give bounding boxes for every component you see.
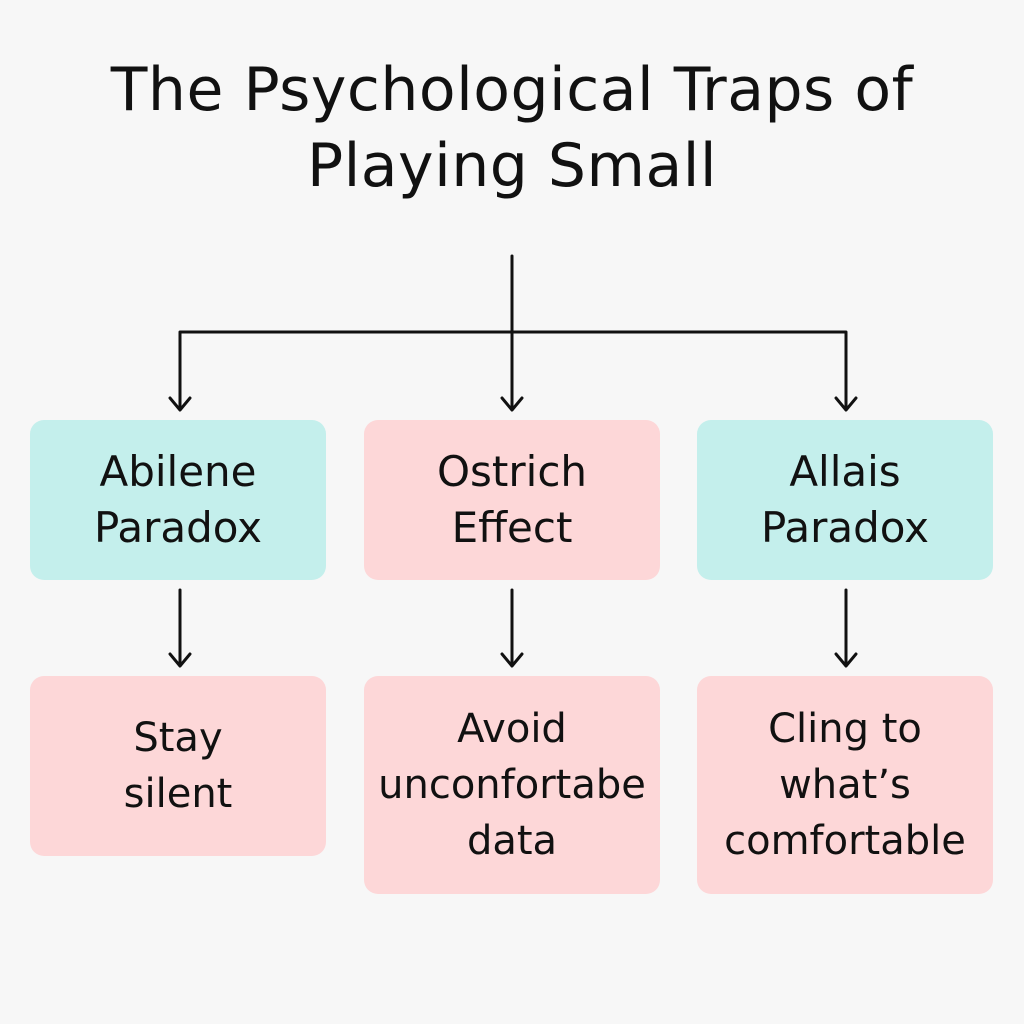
behavior-line: Avoid bbox=[457, 706, 567, 752]
diagram-title: The Psychological Traps of Playing Small bbox=[0, 52, 1024, 204]
trap-box-ostrich-effect: Ostrich Effect bbox=[364, 420, 660, 580]
arrowhead-down-3 bbox=[834, 652, 858, 668]
title-line-1: The Psychological Traps of bbox=[110, 55, 914, 125]
arrowhead-3 bbox=[834, 396, 858, 412]
behavior-line: comfortable bbox=[724, 818, 966, 864]
trap-box-abilene-paradox: Abilene Paradox bbox=[30, 420, 326, 580]
arrowhead-down-2 bbox=[500, 652, 524, 668]
arrowhead-2 bbox=[500, 396, 524, 412]
arrowhead-down-1 bbox=[168, 652, 192, 668]
trap-name-line: Paradox bbox=[760, 503, 930, 552]
behavior-line: Cling to bbox=[768, 706, 922, 752]
trap-name-line: Abilene bbox=[99, 447, 257, 496]
arrowhead-1 bbox=[168, 396, 192, 412]
behavior-line: what’s bbox=[779, 762, 911, 808]
trap-name-line: Effect bbox=[451, 503, 573, 552]
branch-line bbox=[178, 330, 848, 410]
trap-name-line: Allais bbox=[789, 447, 901, 496]
behavior-box-stay-silent: Stay silent bbox=[30, 676, 326, 856]
behavior-line: unconfortabe bbox=[378, 762, 646, 808]
behavior-line: silent bbox=[123, 771, 233, 817]
trap-name-line: Paradox bbox=[93, 503, 263, 552]
trap-box-allais-paradox: Allais Paradox bbox=[697, 420, 993, 580]
behavior-box-avoid-data: Avoid unconfortabe data bbox=[364, 676, 660, 894]
title-line-2: Playing Small bbox=[306, 131, 718, 201]
trap-name-line: Ostrich bbox=[436, 447, 588, 496]
behavior-line: Stay bbox=[133, 715, 223, 761]
behavior-line: data bbox=[466, 818, 558, 864]
behavior-box-cling-comfortable: Cling to what’s comfortable bbox=[697, 676, 993, 894]
